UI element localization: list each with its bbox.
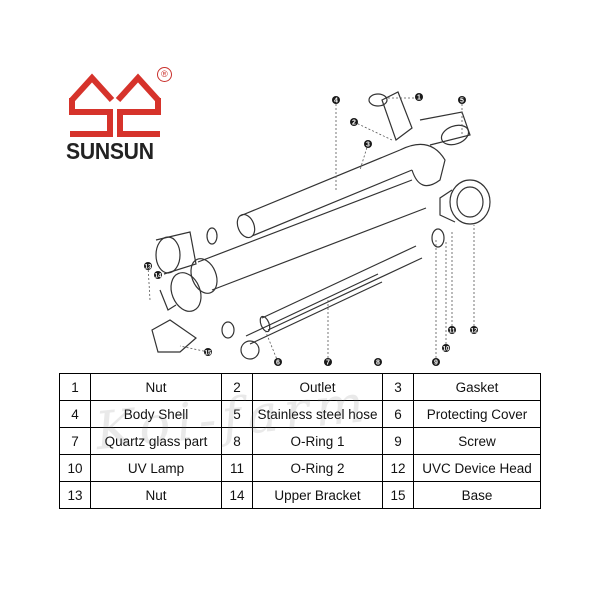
callout-label-9: 9 [434, 360, 438, 367]
callout-13 [144, 262, 152, 270]
part-number: 9 [382, 427, 414, 455]
callout-15 [204, 348, 212, 356]
part-number: 2 [221, 373, 253, 401]
part-name: Upper Bracket [252, 481, 383, 509]
uvc-device-head [439, 179, 491, 225]
brand-name: SUNSUN [66, 138, 154, 164]
part-name: UVC Device Head [413, 454, 541, 482]
callout-6 [274, 358, 282, 366]
callout-14 [154, 271, 162, 279]
upper-bracket [159, 289, 177, 311]
callout-label-10: 10 [443, 347, 450, 353]
callout-label-11: 11 [449, 329, 456, 335]
callout-label-14: 14 [155, 274, 162, 280]
callout-2 [350, 118, 358, 126]
callout-label-12: 12 [471, 329, 478, 335]
part-number: 1 [59, 373, 91, 401]
callout-label-5: 5 [460, 98, 464, 105]
callout-4 [332, 96, 340, 104]
callout-7 [324, 358, 332, 366]
small-parts [206, 227, 445, 360]
part-name: Nut [90, 373, 222, 401]
part-number: 8 [221, 427, 253, 455]
registered-mark: ® [157, 67, 172, 82]
callout-markers [144, 93, 478, 366]
part-number: 11 [221, 454, 253, 482]
exploded-diagram: 1 2 3 4 5 6 7 8 9 10 11 12 13 14 15 [144, 91, 491, 367]
outlet-assembly [368, 91, 471, 187]
callout-label-8: 8 [376, 360, 380, 367]
quartz-glass [259, 245, 423, 333]
part-number: 14 [221, 481, 253, 509]
callout-label-15: 15 [205, 351, 212, 357]
callout-label-4: 4 [334, 98, 338, 105]
part-name: UV Lamp [90, 454, 222, 482]
part-number: 5 [221, 400, 253, 428]
part-name: Gasket [413, 373, 541, 401]
body-shell-middle [170, 179, 427, 312]
part-name: Base [413, 481, 541, 509]
base [151, 319, 197, 353]
part-number: 13 [59, 481, 91, 509]
part-name: Nut [90, 481, 222, 509]
part-number: 10 [59, 454, 91, 482]
callout-label-2: 2 [352, 120, 356, 127]
part-number: 15 [382, 481, 414, 509]
callout-9 [432, 358, 440, 366]
part-name: Stainless steel hose [252, 400, 383, 428]
callout-1 [415, 93, 423, 101]
part-name: Body Shell [90, 400, 222, 428]
callout-11 [448, 326, 456, 334]
callout-label-13: 13 [145, 265, 152, 271]
part-name: O-Ring 2 [252, 454, 383, 482]
uv-lamp [245, 273, 383, 345]
body-shell-upper [236, 149, 413, 239]
part-name: Quartz glass part [90, 427, 222, 455]
sunsun-logo [69, 73, 161, 137]
part-number: 3 [382, 373, 414, 401]
callout-label-7: 7 [326, 360, 330, 367]
part-number: 4 [59, 400, 91, 428]
part-name: Protecting Cover [413, 400, 541, 428]
left-nut [155, 231, 197, 275]
callout-label-3: 3 [366, 142, 370, 149]
callout-label-1: 1 [417, 95, 421, 102]
callout-5 [458, 96, 466, 104]
part-name: Outlet [252, 373, 383, 401]
callout-8 [374, 358, 382, 366]
part-name: Screw [413, 427, 541, 455]
part-name: O-Ring 1 [252, 427, 383, 455]
part-number: 12 [382, 454, 414, 482]
part-number: 7 [59, 427, 91, 455]
part-number: 6 [382, 400, 414, 428]
callout-12 [470, 326, 478, 334]
callout-label-6: 6 [276, 360, 280, 367]
callout-3 [364, 140, 372, 148]
callout-10 [442, 344, 450, 352]
